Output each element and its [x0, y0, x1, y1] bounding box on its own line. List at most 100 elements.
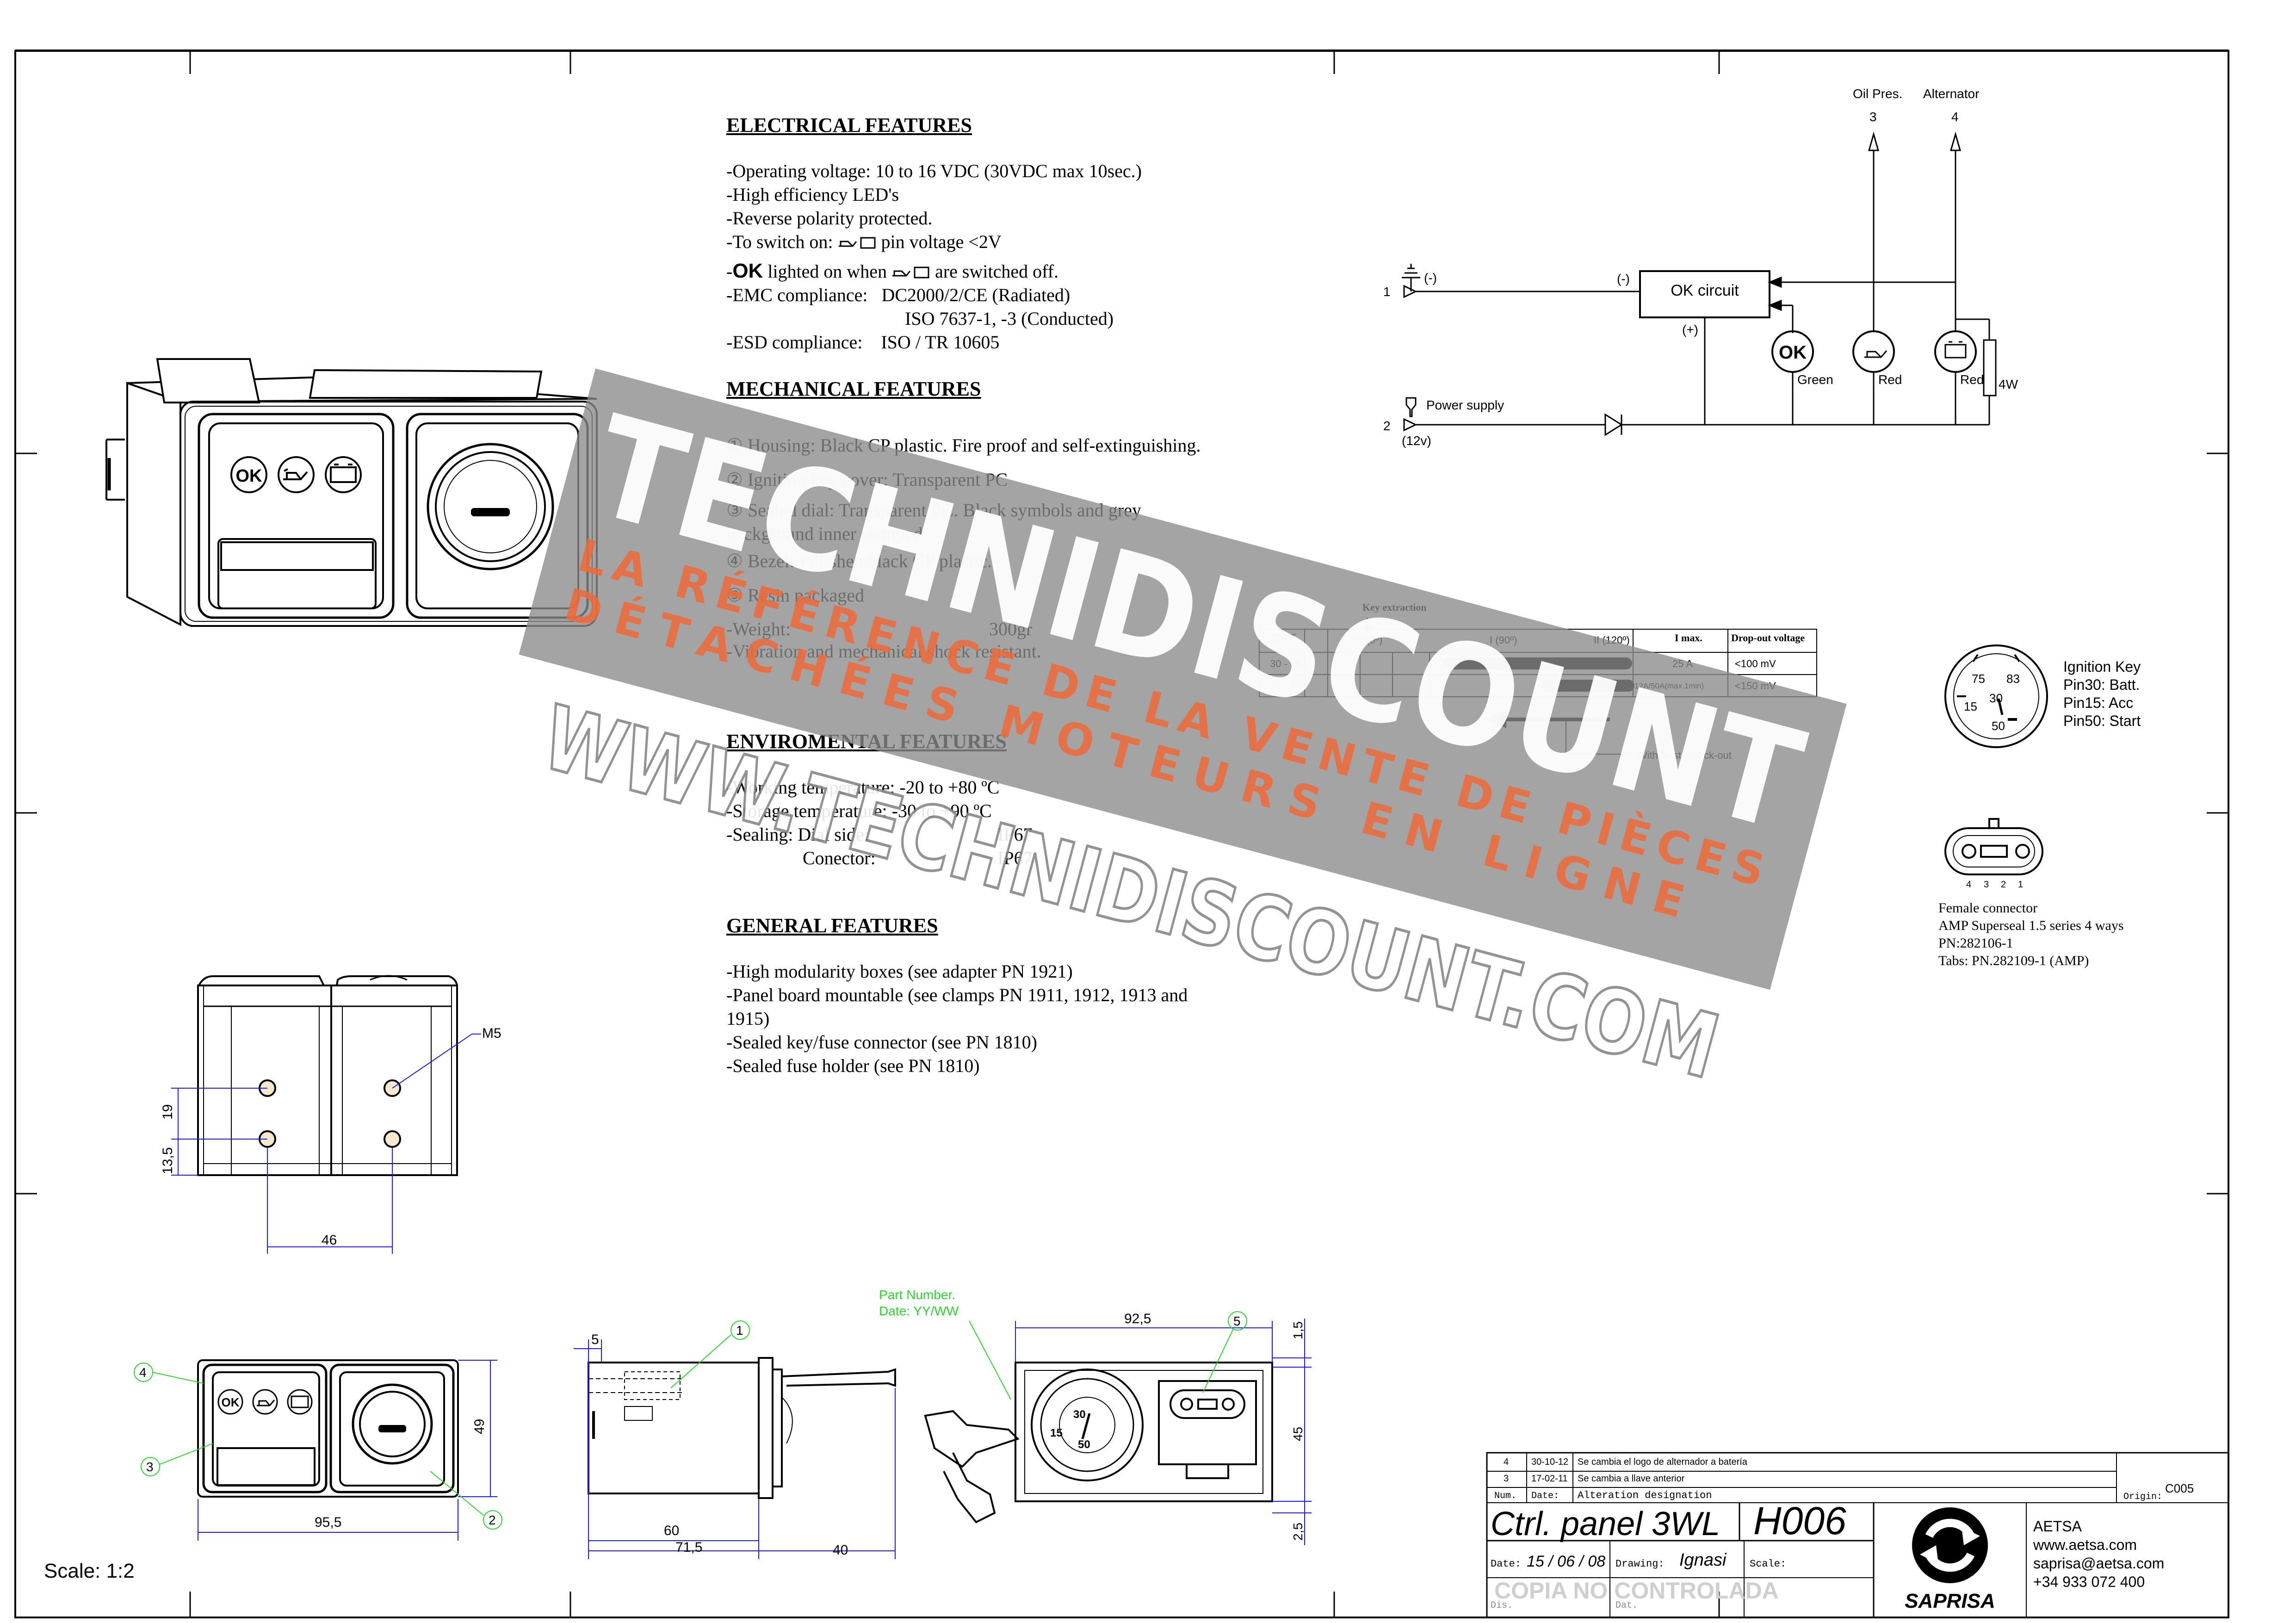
side-view-callouts [670, 1320, 750, 1388]
callout-2: 2 [489, 1513, 496, 1527]
electrical-heading: ELECTRICAL FEATURES [726, 114, 972, 136]
ign-pin-83: 83 [2006, 672, 2020, 686]
ign-pin-75: 75 [1972, 672, 1985, 686]
part-date-label: Date: YY/WW [879, 1304, 959, 1318]
saprisa-logo: SAPRISA [1905, 1507, 1995, 1612]
callout-5: 5 [1233, 1314, 1241, 1328]
front-view [197, 1359, 459, 1498]
reverse-polarity: -Reverse polarity protected. [726, 208, 933, 229]
key-cover-line: ② Ignition key cover: Transparent PC [726, 469, 1008, 490]
side-view-text: 5 60 71,5 40 1 [591, 1323, 848, 1558]
row1-imax: 25 A [1672, 658, 1693, 669]
plus-label: (+) [1682, 322, 1698, 337]
dis-label: Dis. [1491, 1600, 1513, 1611]
dim-2-5: 2,5 [1291, 1523, 1305, 1541]
ign-pin-50: 50 [1992, 719, 2005, 733]
operating-voltage: -Operating voltage: 10 to 16 VDC (30VDC … [726, 161, 1142, 181]
oil-battery-inline-icon [838, 237, 876, 249]
row2-dropout: <150 mV [1735, 680, 1776, 692]
electrical-features-list: -Operating voltage: 10 to 16 VDC (30VDC … [726, 159, 1142, 354]
connector-series: AMP Superseal 1.5 series 4 ways [1938, 918, 2124, 933]
pin2-label: 2 [1383, 419, 1391, 433]
rev-header-desc: Alteration designation [1578, 1490, 1712, 1501]
dim-95-5: 95,5 [315, 1515, 341, 1530]
sealed-dial-line: ③ Sealed dial: Transparent PC. Black sym… [726, 500, 1141, 520]
battery-led-icon [1944, 344, 1967, 359]
scale-label-tb: Scale: [1750, 1558, 1786, 1570]
panel-mount-line: -Panel board mountable (see clamps PN 19… [726, 985, 1188, 1005]
vibration-line: -Vibration and mechanical shock resistan… [726, 641, 1041, 662]
top-view-dims [171, 1034, 481, 1254]
saprisa-logo-text: SAPRISA [1905, 1590, 1995, 1612]
front-ok-icon [217, 1389, 243, 1415]
resistor-label: 4W [1999, 377, 2018, 391]
front-view-callouts [134, 1363, 502, 1530]
led-line: -High efficiency LED's [726, 184, 899, 205]
circuit-led-icons [1864, 341, 1967, 359]
rear-view-text: Part Number. Date: YY/WW 92,5 1,5 45 2,5… [879, 1288, 1305, 1541]
drawing-title: Ctrl. panel 3WL [1491, 1505, 1720, 1542]
sealing-connector: Conector:IP67 [803, 848, 1033, 868]
green-led-label: Green [1797, 372, 1833, 387]
ground-label: (-) [1424, 271, 1437, 285]
environmental-features-list: -Working temperature: -20 to +80 ºC -Sto… [726, 775, 1033, 870]
rev-header-date: Date: [1531, 1491, 1559, 1501]
alternator-label: Alternator [1923, 87, 1979, 101]
pin4-label: 4 [1951, 110, 1959, 124]
header-imax: I max. [1675, 632, 1702, 644]
ignition-key-title: Ignition Key [2063, 658, 2141, 675]
resin-line: ⑤ Resin packaged [726, 585, 864, 606]
scale-label: Scale: 1:2 [44, 1560, 135, 1582]
storage-temp: -Storage temperature: -30 to +90 ºC [726, 800, 992, 821]
key-extraction-label: Key extraction [1362, 601, 1427, 613]
front-oil-icon [252, 1389, 278, 1415]
title-block-lines [1486, 1452, 2229, 1618]
iso-battery-icon [325, 456, 362, 493]
dat-label: Dat. [1615, 1600, 1638, 1611]
environmental-heading: ENVIROMENTAL FEATURES [726, 730, 1007, 753]
pin30-desc: Pin30: Batt. [2063, 676, 2140, 693]
front-view-text: 49 95,5 4 3 2 [139, 1365, 496, 1530]
rear-pin-15: 15 [1050, 1427, 1063, 1439]
date-label: Date: [1491, 1558, 1521, 1570]
ignition-key-text: 75 83 30 15 50 Ignition Key Pin30: Batt.… [1964, 658, 2141, 733]
top-view [197, 975, 458, 1176]
bezel-line: ④ Bezel: Polished black CP plastic. [726, 551, 992, 571]
callout-4: 4 [139, 1365, 147, 1380]
pin50-desc: Pin50: Start [2063, 712, 2141, 729]
red-led-label-2: Red [1960, 372, 1984, 387]
dim-49: 49 [472, 1419, 487, 1434]
modularity-line: -High modularity boxes (see adapter PN 1… [726, 961, 1073, 982]
connector-tabs: Tabs: PN.282109-1 (AMP) [1938, 953, 2089, 968]
panel-mount-line-2: 1915) [726, 1008, 770, 1029]
fuse-holder-line: -Sealed fuse holder (see PN 1810) [726, 1055, 980, 1076]
housing-line: ① Housing: Black CP plastic. Fire proof … [726, 435, 1201, 456]
pin15-desc: Pin15: Acc [2063, 694, 2133, 711]
dim-71-5: 71,5 [675, 1540, 702, 1555]
working-temp: -Working temperature: -20 to +80 ºC [726, 777, 1000, 798]
product-iso-view [105, 358, 598, 627]
oil-pressure-label: Oil Pres. [1853, 87, 1902, 101]
lockout-label: With re-start lock-out [1638, 750, 1732, 761]
pin3-label: 3 [1869, 110, 1877, 124]
ign-pin-30: 30 [1989, 691, 2003, 705]
iso-line: ISO 7637-1, -3 (Conducted) [905, 308, 1114, 329]
iso-ok-icon [230, 456, 267, 493]
rev-header-num: Num. [1494, 1491, 1516, 1501]
dim-m5: M5 [482, 1026, 501, 1041]
conn-pin-3: 3 [1984, 880, 1989, 890]
header-cont: CONT. [1268, 632, 1298, 644]
front-ok-label: OK [222, 1395, 240, 1409]
origin-label: Origin: [2123, 1492, 2162, 1502]
dim-5: 5 [591, 1332, 599, 1347]
conn-pin-1: 1 [2018, 880, 2023, 890]
general-heading: GENERAL FEATURES [726, 914, 938, 937]
ok-lighted-line: -OK lighted on when are switched off. [726, 260, 1058, 282]
front-view-icons: OK [217, 1389, 313, 1415]
rear-view-dims [1015, 1319, 1312, 1545]
frame-ticks [15, 51, 2228, 1617]
pin1-label: 1 [1383, 285, 1391, 299]
weight-line: -Weight:300gr [726, 619, 1033, 639]
ok-inline: OK [732, 260, 763, 282]
drawing-code: H006 [1753, 1499, 1846, 1542]
